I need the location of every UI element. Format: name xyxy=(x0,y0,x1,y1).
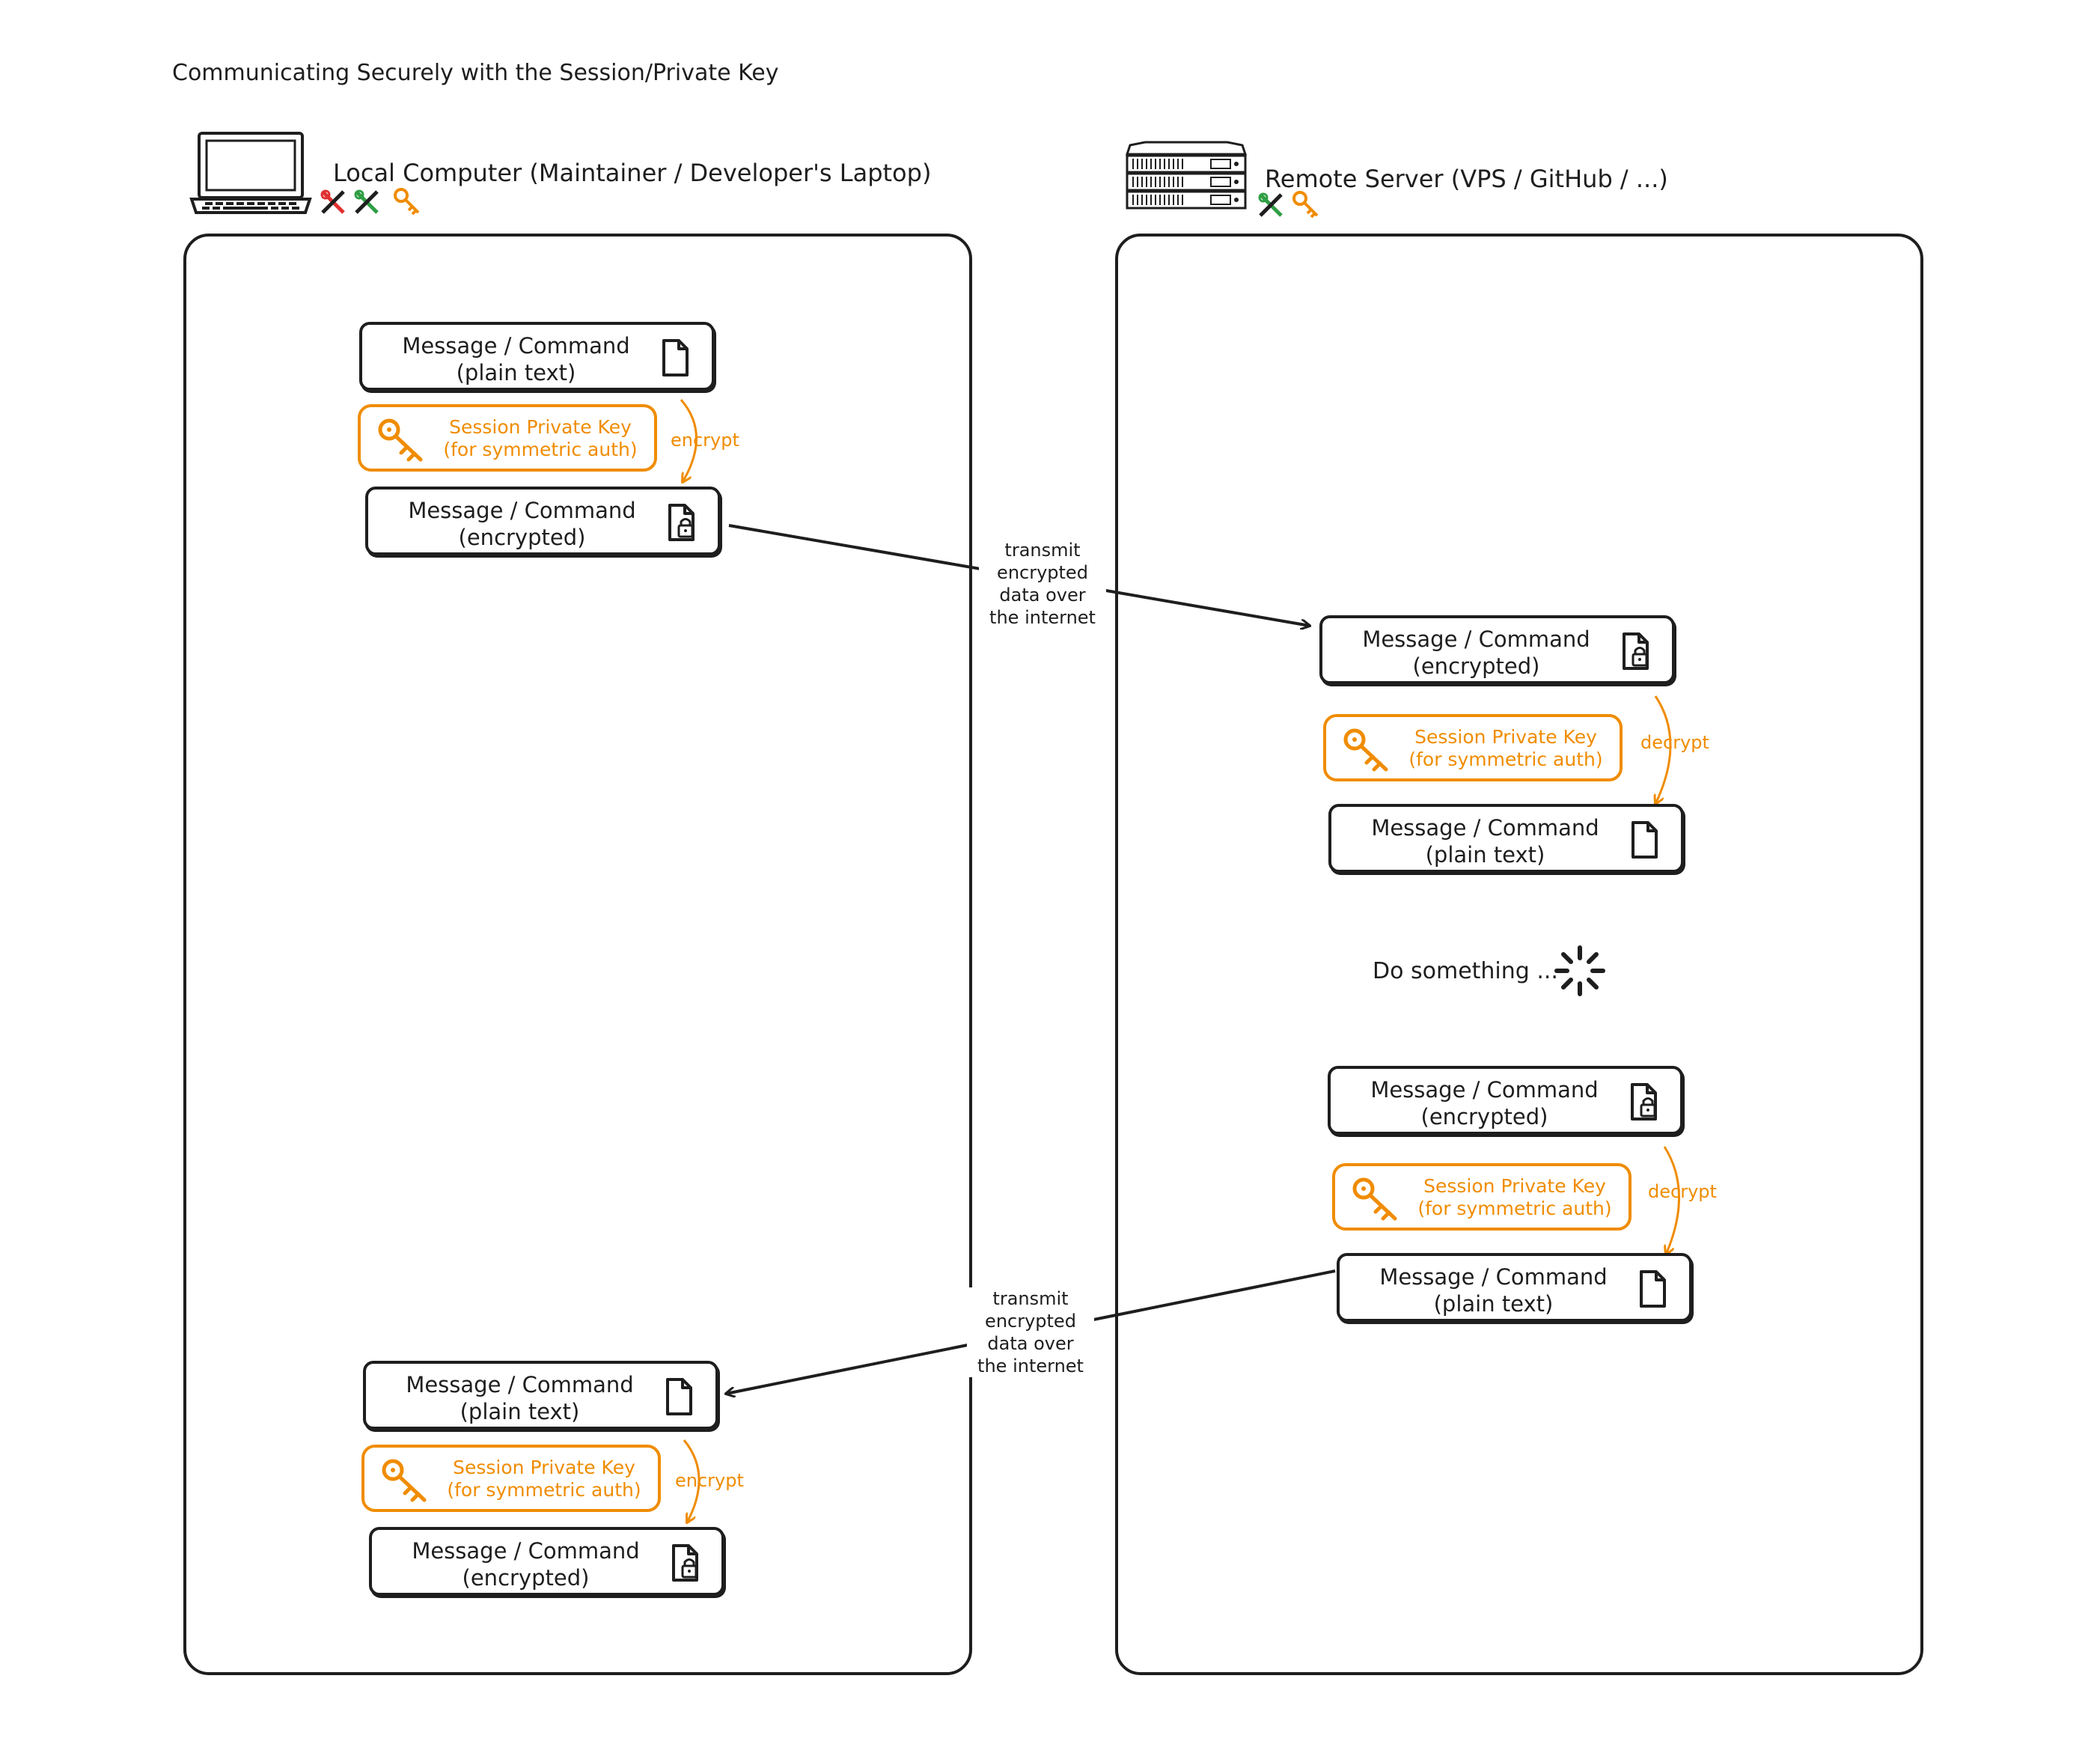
locked-document-icon xyxy=(671,1543,699,1582)
encrypt-label: encrypt xyxy=(675,1470,744,1491)
local-computer-label: Local Computer (Maintainer / Developer's… xyxy=(333,159,932,187)
server-icon xyxy=(1125,141,1248,210)
remote-server-label: Remote Server (VPS / GitHub / ...) xyxy=(1265,165,1668,193)
remote-reply-plain-box: Message / Command (plain text) xyxy=(1337,1253,1692,1322)
decrypt-label: decrypt xyxy=(1648,1181,1717,1202)
local-reply-encrypted-box: Message / Command (encrypted) xyxy=(369,1527,724,1596)
key-line1: Session Private Key xyxy=(1423,1175,1606,1197)
document-icon xyxy=(1630,820,1658,859)
key-text: Session Private Key (for symmetric auth) xyxy=(443,416,638,461)
message-line1: Message / Command xyxy=(412,1538,640,1564)
locked-document-icon xyxy=(1621,632,1649,671)
message-text: Message / Command (encrypted) xyxy=(1352,626,1600,680)
document-icon xyxy=(665,1377,693,1416)
transmit-label-bottom: transmit encrypted data over the interne… xyxy=(967,1287,1094,1377)
transmit-line3: data over xyxy=(987,1333,1074,1354)
encrypt-arrow-1 xyxy=(680,399,698,482)
remote-session-key-box: Session Private Key (for symmetric auth) xyxy=(1323,714,1623,781)
locked-document-icon xyxy=(1629,1082,1658,1121)
key-text: Session Private Key (for symmetric auth) xyxy=(1417,1175,1612,1220)
message-line1: Message / Command xyxy=(402,333,630,359)
key-line2: (for symmetric auth) xyxy=(1408,749,1603,770)
diagram-title: Communicating Securely with the Session/… xyxy=(172,60,779,86)
encrypt-label: encrypt xyxy=(671,430,739,451)
message-line2: (plain text) xyxy=(456,360,576,385)
do-something-label: Do something ... xyxy=(1373,958,1558,984)
transmit-line4: the internet xyxy=(977,1356,1084,1376)
document-icon xyxy=(1638,1269,1667,1308)
laptop-icon xyxy=(189,132,312,214)
message-text: Message / Command (encrypted) xyxy=(402,1537,650,1591)
local-message-plain-box: Message / Command (plain text) xyxy=(359,322,715,391)
decrypt-label: decrypt xyxy=(1640,732,1709,753)
transmit-line4: the internet xyxy=(989,607,1096,628)
message-text: Message / Command (plain text) xyxy=(1361,814,1609,868)
key-line1: Session Private Key xyxy=(453,1457,635,1478)
decrypt-arrow-1 xyxy=(1655,695,1672,804)
message-text: Message / Command (plain text) xyxy=(392,332,640,386)
message-text: Message / Command (plain text) xyxy=(396,1371,644,1425)
key-text: Session Private Key (for symmetric auth) xyxy=(1408,726,1603,771)
local-reply-plain-box: Message / Command (plain text) xyxy=(363,1361,718,1430)
message-line1: Message / Command xyxy=(1370,1077,1599,1103)
key-line1: Session Private Key xyxy=(1414,726,1597,748)
transmit-line1: transmit xyxy=(992,1288,1069,1309)
message-line1: Message / Command xyxy=(1379,1264,1608,1290)
locked-document-icon xyxy=(667,503,695,542)
message-line1: Message / Command xyxy=(1371,815,1599,841)
key-line1: Session Private Key xyxy=(449,416,632,438)
encrypt-arrow-2 xyxy=(683,1439,700,1522)
message-text: Message / Command (encrypted) xyxy=(1361,1076,1608,1130)
key-crossed-green-icon xyxy=(1258,192,1283,217)
message-text: Message / Command (plain text) xyxy=(1370,1263,1617,1317)
message-line2: (plain text) xyxy=(1433,1291,1554,1317)
message-line1: Message / Command xyxy=(1362,626,1590,652)
transmit-line1: transmit xyxy=(1004,540,1081,561)
message-line2: (encrypted) xyxy=(458,525,586,550)
remote-message-encrypted-box: Message / Command (encrypted) xyxy=(1319,615,1675,684)
message-text: Message / Command (encrypted) xyxy=(398,497,646,551)
remote-reply-session-key-box: Session Private Key (for symmetric auth) xyxy=(1332,1163,1632,1231)
local-computer-panel xyxy=(183,234,972,1675)
message-line1: Message / Command xyxy=(408,498,636,523)
document-icon xyxy=(661,338,689,377)
remote-message-plain-box: Message / Command (plain text) xyxy=(1328,804,1684,873)
key-text: Session Private Key (for symmetric auth) xyxy=(447,1457,641,1501)
message-line2: (plain text) xyxy=(460,1399,580,1424)
key-line2: (for symmetric auth) xyxy=(447,1479,641,1501)
remote-reply-encrypted-box: Message / Command (encrypted) xyxy=(1328,1066,1683,1135)
message-line2: (encrypted) xyxy=(1420,1104,1548,1129)
key-crossed-green-icon xyxy=(354,189,379,214)
message-line1: Message / Command xyxy=(406,1372,634,1397)
key-crossed-red-icon xyxy=(320,189,345,214)
key-orange-small-icon xyxy=(394,188,420,216)
message-line2: (encrypted) xyxy=(462,1565,590,1591)
message-line2: (encrypted) xyxy=(1412,653,1540,679)
transmit-line2: encrypted xyxy=(985,1311,1076,1332)
message-line2: (plain text) xyxy=(1425,842,1545,868)
key-icon xyxy=(377,418,427,464)
key-line2: (for symmetric auth) xyxy=(1417,1198,1612,1219)
local-reply-session-key-box: Session Private Key (for symmetric auth) xyxy=(361,1445,661,1512)
remote-server-panel xyxy=(1115,234,1923,1675)
transmit-line2: encrypted xyxy=(997,562,1088,583)
spinner-icon xyxy=(1554,945,1605,996)
decrypt-arrow-2 xyxy=(1663,1146,1680,1254)
key-icon xyxy=(1352,1177,1401,1223)
key-line2: (for symmetric auth) xyxy=(443,439,638,460)
key-orange-small-icon xyxy=(1292,191,1319,219)
key-icon xyxy=(381,1458,430,1504)
transmit-label-top: transmit encrypted data over the interne… xyxy=(979,539,1106,629)
local-session-key-box: Session Private Key (for symmetric auth) xyxy=(358,404,657,472)
key-icon xyxy=(1343,728,1392,774)
local-message-encrypted-box: Message / Command (encrypted) xyxy=(365,487,721,555)
transmit-line3: data over xyxy=(999,585,1086,606)
